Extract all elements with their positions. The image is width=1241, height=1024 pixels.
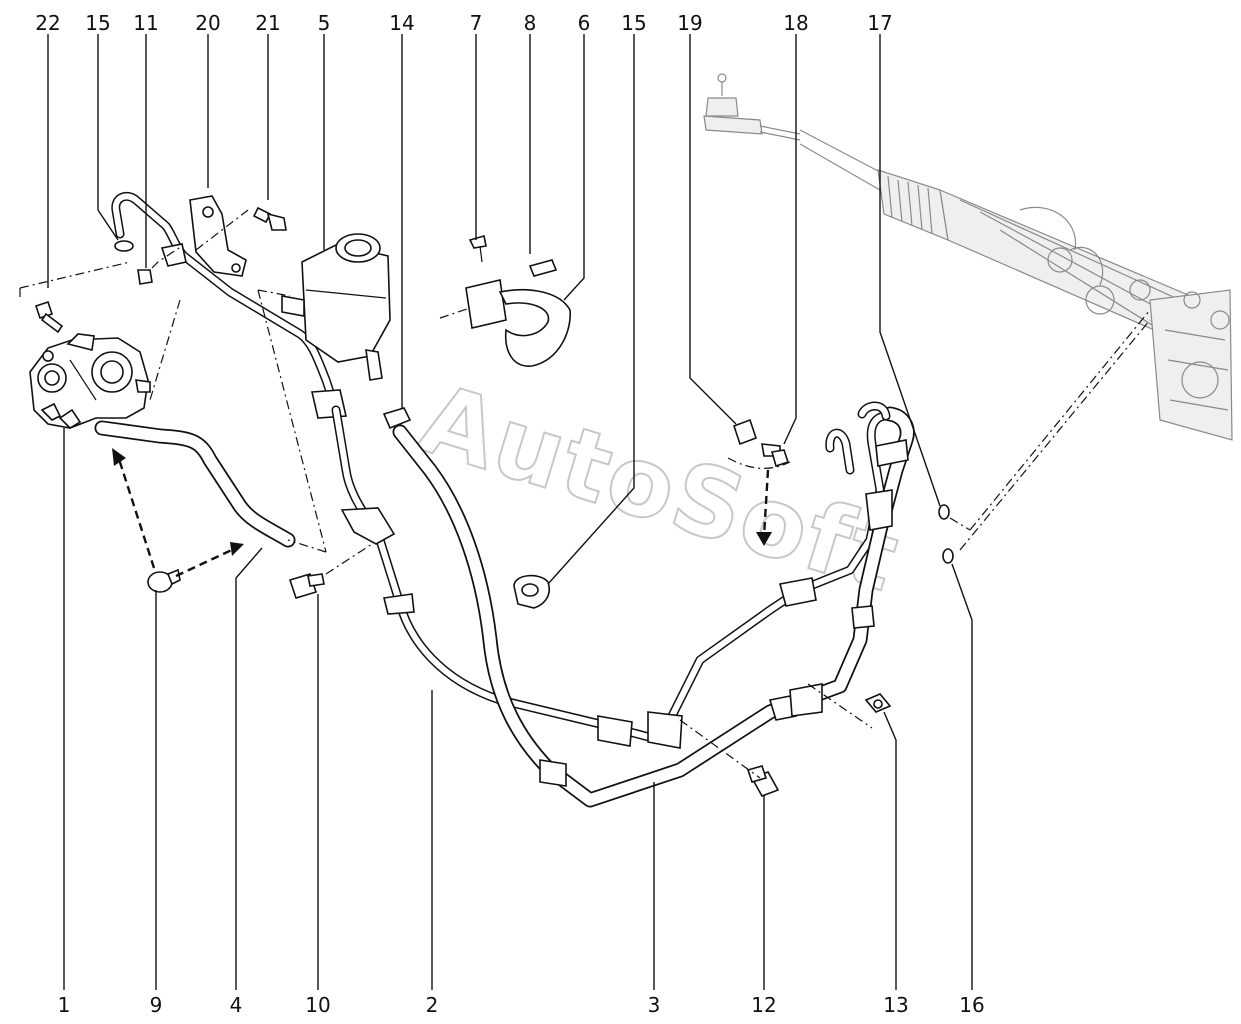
- callouts-top: 22 15 11 20 21 5 14 7 8 6 15 19 18 17: [35, 11, 892, 35]
- callout-21: 21: [255, 11, 280, 35]
- return-pipe: [392, 406, 915, 808]
- fluid-reservoir: [281, 233, 391, 381]
- callout-10: 10: [305, 993, 330, 1017]
- bolt-12: [746, 765, 780, 797]
- bolt-21: [252, 206, 287, 231]
- o-ring-17: [938, 504, 950, 520]
- o-ring-16: [942, 548, 954, 564]
- callout-19: 19: [677, 11, 702, 35]
- assembly-lines: [19, 209, 1151, 779]
- hose-connector-14: [382, 407, 412, 430]
- clip-15-left: [114, 240, 134, 252]
- callout-12: 12: [751, 993, 776, 1017]
- callout-15b: 15: [621, 11, 646, 35]
- suction-hose: [94, 420, 296, 548]
- callouts-bottom: 1 9 4 10 2 3 12 13 16: [58, 993, 985, 1017]
- callout-2: 2: [426, 993, 439, 1017]
- callout-6: 6: [578, 11, 591, 35]
- callout-1: 1: [58, 993, 71, 1017]
- bolt-18: [761, 443, 790, 468]
- nut-13: [864, 693, 892, 713]
- callout-22: 22: [35, 11, 60, 35]
- pressure-pipe: [331, 405, 905, 749]
- callout-3: 3: [648, 993, 661, 1017]
- reservoir-bracket-6: [465, 234, 571, 367]
- callout-5: 5: [318, 11, 331, 35]
- leader-lines: [47, 34, 973, 990]
- bracket-clip-19: [732, 418, 758, 446]
- nut-11: [137, 269, 153, 285]
- direction-arrows: [112, 448, 772, 578]
- callout-4: 4: [230, 993, 243, 1017]
- hose-clamp-9: [147, 568, 181, 593]
- callout-13: 13: [883, 993, 908, 1017]
- callout-11: 11: [133, 11, 158, 35]
- callout-17: 17: [867, 11, 892, 35]
- rack-connection-pipes: [825, 401, 909, 531]
- steering-rack: [703, 73, 1233, 441]
- callout-7: 7: [470, 11, 483, 35]
- bolt-22: [34, 300, 64, 334]
- callout-18: 18: [783, 11, 808, 35]
- bolt-10: [288, 573, 325, 599]
- callout-14: 14: [389, 11, 414, 35]
- power-steering-pump: [29, 333, 151, 430]
- callout-15: 15: [85, 11, 110, 35]
- callout-20: 20: [195, 11, 220, 35]
- callout-16: 16: [959, 993, 984, 1017]
- callout-9: 9: [150, 993, 163, 1017]
- clip-15-middle: [513, 574, 550, 609]
- callout-8: 8: [524, 11, 537, 35]
